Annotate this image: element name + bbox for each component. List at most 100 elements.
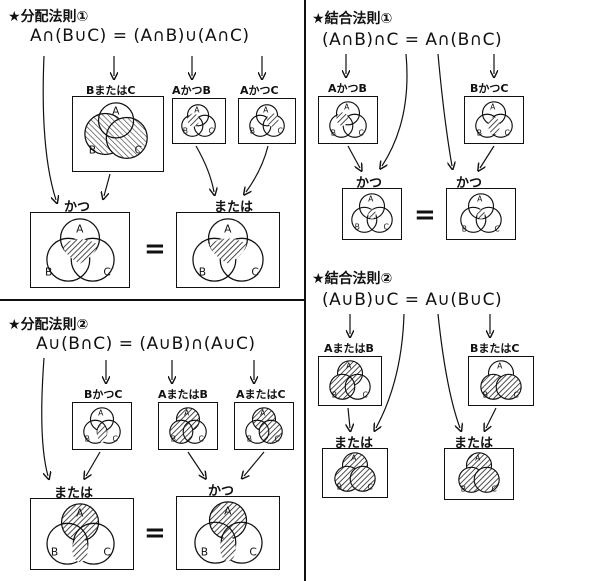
venn-label-b: B: [89, 143, 96, 156]
venn-assoc2-result-right: A B C: [444, 448, 514, 500]
label-or: または: [214, 200, 254, 215]
star-icon: ★: [8, 317, 21, 333]
venn-label-c: C: [278, 126, 283, 135]
venn-label-b: B: [51, 545, 58, 558]
label-a-or-c: AまたはC: [236, 388, 286, 401]
venn-label-c: C: [249, 545, 256, 558]
label-b-or-c: BまたはC: [470, 342, 520, 355]
venn-label-a: A: [497, 362, 503, 371]
venn-a-and-b: A B C: [172, 98, 226, 144]
label-a-and-c: AかつC: [240, 84, 279, 97]
label-b-and-c: BかつC: [470, 82, 509, 95]
venn-label-b: B: [199, 265, 206, 278]
venn-label-b: B: [171, 434, 176, 443]
venn-label-a: A: [477, 195, 483, 204]
venn-label-b: B: [483, 390, 488, 399]
venn-assoc2-b-or-c: A B C: [468, 356, 534, 406]
venn-result-left: A B C: [30, 212, 130, 288]
venn-result-right-2: A B C: [176, 496, 280, 570]
label-and-right: かつ: [456, 176, 483, 191]
label-a-or-b: AまたはB: [158, 388, 208, 401]
label-or: または: [54, 486, 94, 501]
venn-a-or-b: A B C: [158, 402, 218, 450]
venn-label-c: C: [275, 434, 280, 443]
venn-label-a: A: [344, 102, 350, 111]
label-and-left: かつ: [356, 176, 383, 191]
venn-label-b: B: [183, 126, 188, 135]
label-and: かつ: [208, 484, 235, 499]
venn-assoc-result-right: A B C: [446, 188, 516, 240]
venn-label-b: B: [331, 128, 336, 137]
venn-label-a: A: [224, 505, 232, 518]
horizontal-divider: [0, 299, 304, 301]
venn-label-c: C: [384, 222, 389, 231]
label-a-and-b: AかつB: [172, 84, 211, 97]
venn-label-a: A: [368, 195, 374, 204]
equals-sign: =: [144, 234, 166, 264]
label-b-and-c: BかつC: [84, 388, 123, 401]
venn-assoc-b-and-c: A B C: [464, 96, 524, 144]
distributive-law-1-equation: A∩(B∪C) = (A∩B)∪(A∩C): [30, 26, 250, 46]
venn-label-c: C: [513, 390, 518, 399]
venn-label-c: C: [362, 390, 367, 399]
venn-label-c: C: [135, 143, 142, 156]
venn-label-c: C: [367, 482, 372, 491]
venn-assoc2-result-left: A B C: [322, 448, 388, 498]
venn-b-and-c: A B C: [72, 402, 132, 450]
star-icon: ★: [312, 271, 325, 287]
venn-result-left-2: A B C: [30, 498, 134, 570]
venn-a-or-c: A B C: [234, 402, 294, 450]
label-or-right: または: [454, 436, 494, 451]
venn-label-a: A: [224, 222, 232, 235]
label-and: かつ: [64, 200, 91, 215]
venn-assoc-a-and-b: A B C: [318, 96, 378, 144]
venn-a-and-c: A B C: [238, 98, 296, 144]
venn-label-c: C: [492, 484, 497, 493]
venn-label-b: B: [462, 224, 467, 233]
label-or-left: または: [334, 436, 374, 451]
associative-law-2-equation: (A∪B)∪C = A∪(B∪C): [322, 290, 503, 310]
venn-label-a: A: [490, 102, 496, 111]
associative-law-2-title: ★結合法則②: [312, 271, 393, 287]
venn-assoc-result-left: A B C: [342, 188, 402, 240]
venn-label-a: A: [351, 454, 357, 463]
venn-label-a: A: [112, 105, 120, 118]
venn-assoc2-a-or-b: A B C: [318, 356, 382, 406]
venn-label-a: A: [263, 105, 269, 114]
venn-label-c: C: [251, 265, 258, 278]
venn-label-c: C: [505, 128, 510, 137]
associative-law-1-equation: (A∩B)∩C = A∩(B∩C): [322, 30, 503, 50]
distributive-law-1-title: ★分配法則①: [8, 9, 89, 25]
label-a-or-b: AまたはB: [324, 342, 374, 355]
equals-sign: =: [144, 518, 166, 548]
associative-law-1-title: ★結合法則①: [312, 11, 393, 27]
distributive-law-2-equation: A∪(B∩C) = (A∪B)∩(A∪C): [36, 334, 256, 354]
venn-label-a: A: [98, 408, 104, 417]
label-b-or-c: BまたはC: [86, 84, 136, 97]
venn-label-b: B: [85, 434, 90, 443]
venn-label-a: A: [194, 105, 200, 114]
venn-label-a: A: [475, 454, 481, 463]
venn-result-right: A B C: [176, 212, 280, 288]
venn-label-c: C: [199, 434, 204, 443]
venn-label-b: B: [250, 126, 255, 135]
venn-b-or-c: A B C: [72, 96, 164, 172]
venn-label-b: B: [247, 434, 252, 443]
venn-label-b: B: [461, 484, 466, 493]
venn-label-c: C: [103, 265, 110, 278]
star-icon: ★: [312, 11, 325, 27]
venn-label-a: A: [76, 222, 84, 235]
venn-label-b: B: [355, 222, 360, 231]
venn-label-c: C: [103, 545, 110, 558]
venn-label-c: C: [359, 128, 364, 137]
venn-label-b: B: [337, 482, 342, 491]
label-a-and-b: AかつB: [328, 82, 367, 95]
venn-label-a: A: [346, 362, 352, 371]
venn-label-c: C: [494, 224, 499, 233]
venn-label-b: B: [477, 128, 482, 137]
equals-sign: =: [414, 200, 436, 230]
venn-label-a: A: [76, 507, 84, 520]
distributive-law-2-title: ★分配法則②: [8, 317, 89, 333]
venn-label-b: B: [45, 265, 52, 278]
venn-label-a: A: [184, 408, 190, 417]
